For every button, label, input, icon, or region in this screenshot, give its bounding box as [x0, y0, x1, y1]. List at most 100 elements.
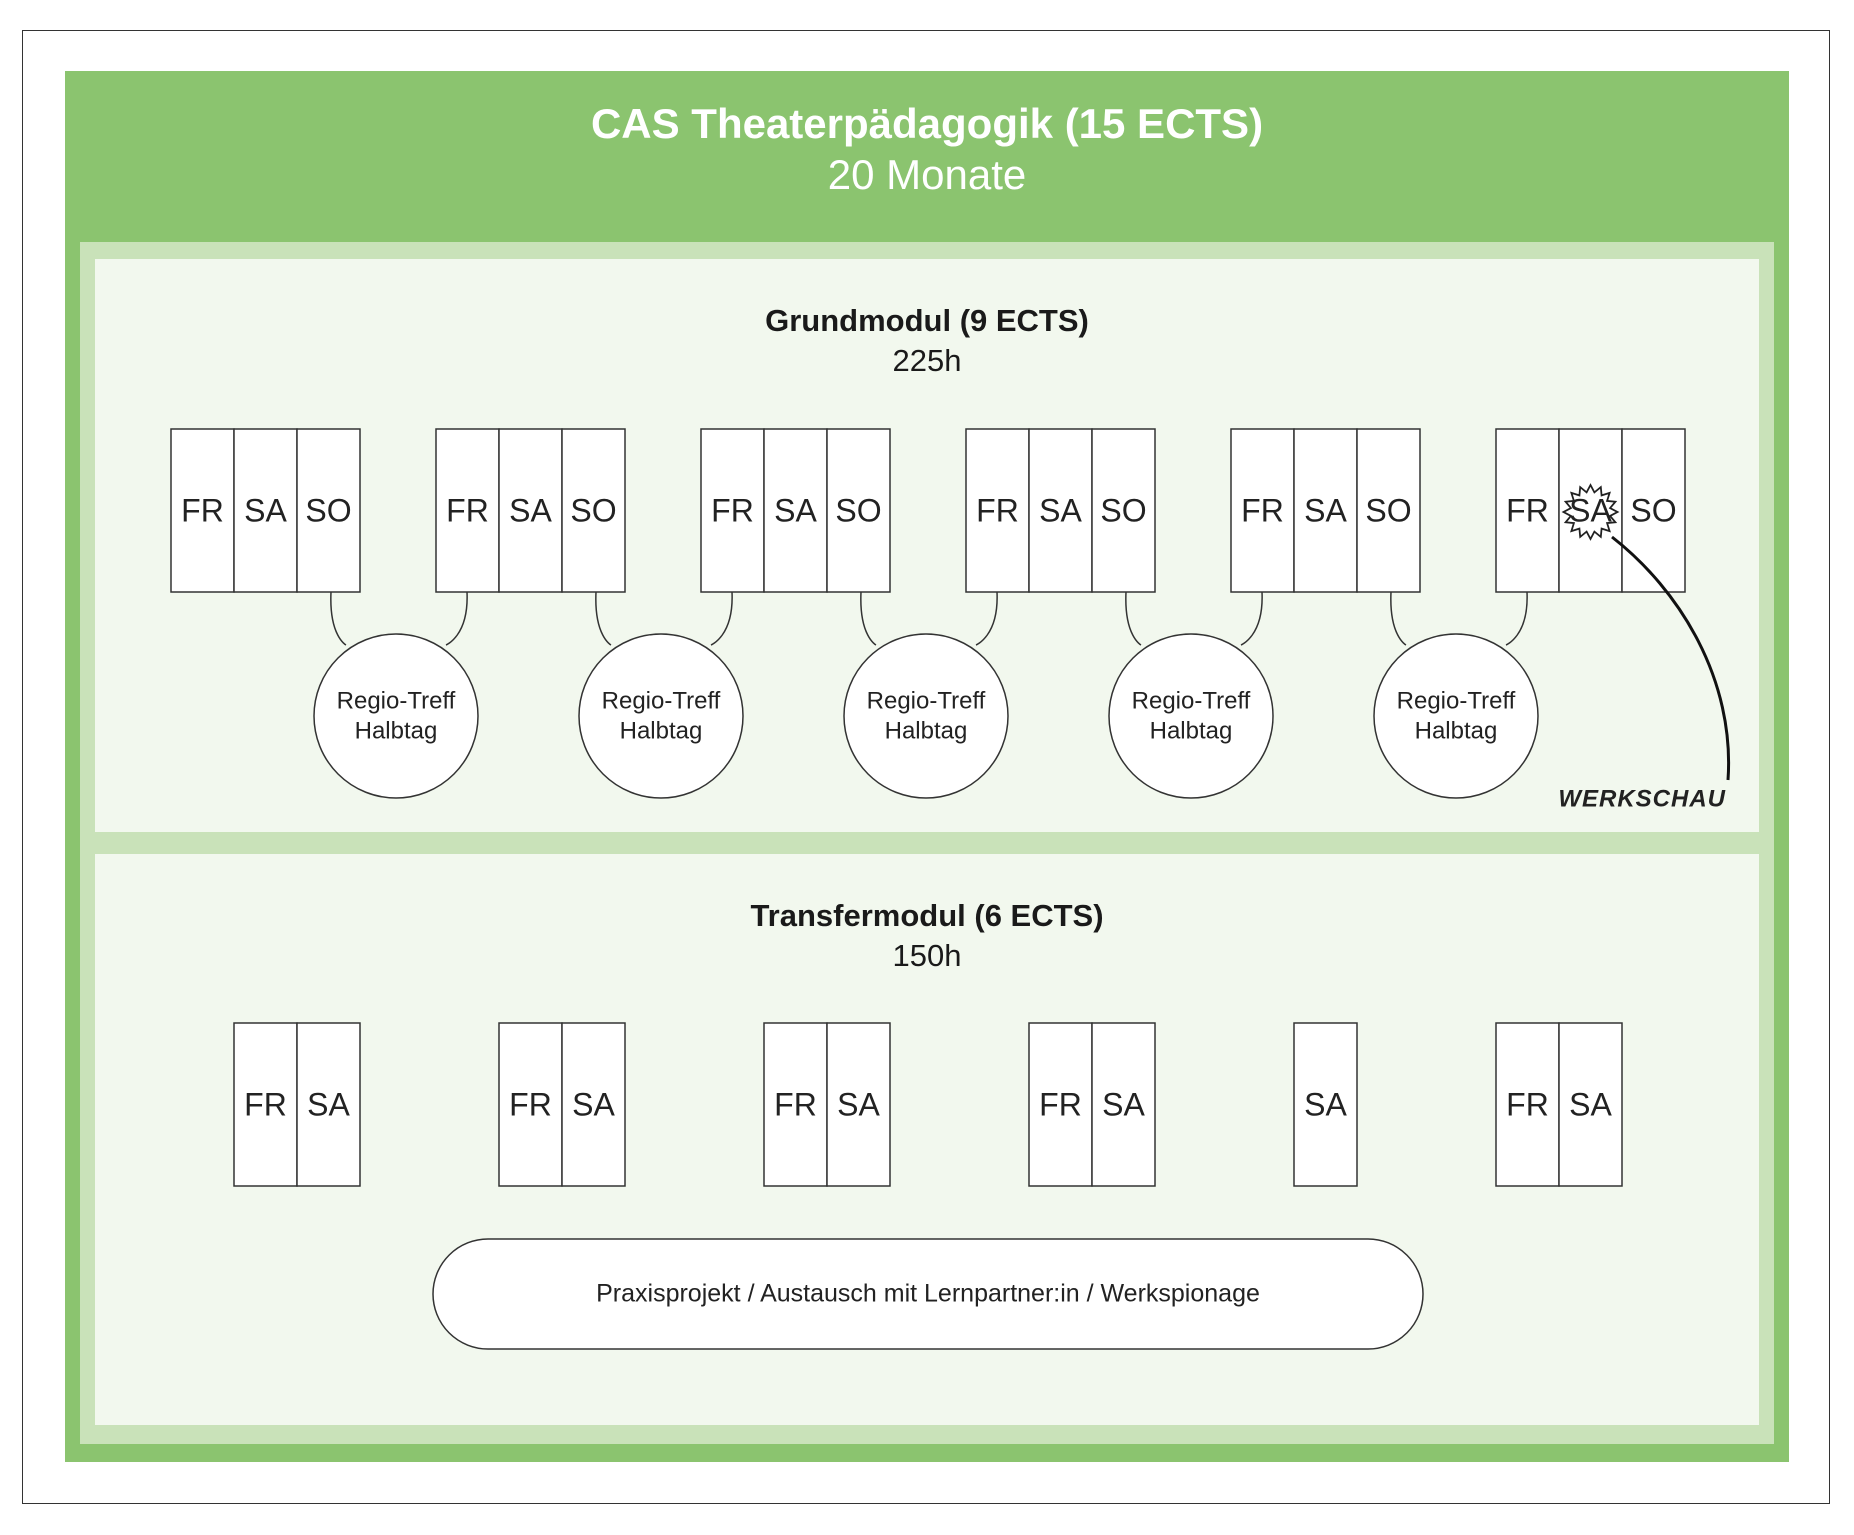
- day-label: FR: [446, 492, 489, 528]
- day-label: SO: [570, 492, 616, 528]
- weekend-block: FR SA SO: [1495, 428, 1686, 593]
- transfermodul-header: Transfermodul (6 ECTS) 150h: [95, 896, 1759, 976]
- cas-header: CAS Theaterpädagogik (15 ECTS) 20 Monate: [65, 99, 1789, 201]
- connector-line: [710, 591, 733, 646]
- connector-line: [1240, 591, 1263, 646]
- transfermodul-hours: 150h: [892, 938, 962, 973]
- day-cell: [1621, 428, 1686, 593]
- day-cell: [1558, 1022, 1623, 1187]
- transfer-block: FR SA: [1495, 1022, 1623, 1187]
- regio-treff-label: Halbtag: [885, 717, 968, 744]
- day-cell: [1356, 428, 1421, 593]
- day-cell: [498, 1022, 563, 1187]
- transfer-block: FR SA: [498, 1022, 626, 1187]
- starburst-icon: [1561, 483, 1620, 541]
- weekend-block: FR SA SO: [435, 428, 626, 593]
- day-cell: [233, 428, 298, 593]
- day-label: SA: [1569, 1086, 1612, 1122]
- transfer-block: FR SA: [763, 1022, 891, 1187]
- connector-line: [445, 591, 468, 646]
- grundmodul-title: Grundmodul (9 ECTS): [765, 303, 1089, 338]
- day-label: FR: [509, 1086, 552, 1122]
- connector-line: [595, 591, 612, 646]
- connector-line: [1505, 591, 1528, 646]
- weekend-block: FR SA SO: [965, 428, 1156, 593]
- day-label: SO: [1365, 492, 1411, 528]
- regio-treff-label: Halbtag: [620, 717, 703, 744]
- day-label: SO: [1100, 492, 1146, 528]
- day-label: SA: [837, 1086, 880, 1122]
- day-label: SA: [244, 492, 287, 528]
- day-label: FR: [1506, 1086, 1549, 1122]
- day-cell: [1293, 1022, 1358, 1187]
- day-label: FR: [976, 492, 1019, 528]
- day-label: SA: [1304, 492, 1347, 528]
- grundmodul-hours: 225h: [892, 343, 962, 378]
- grundmodul-header: Grundmodul (9 ECTS) 225h: [95, 301, 1759, 381]
- day-cell: [1028, 428, 1093, 593]
- day-cell: [700, 428, 765, 593]
- connector-line: [1125, 591, 1142, 646]
- transfermodul-title: Transfermodul (6 ECTS): [750, 898, 1104, 933]
- day-cell: [826, 1022, 891, 1187]
- project-pill: Praxisprojekt / Austausch mit Lernpartne…: [432, 1238, 1424, 1350]
- day-label: FR: [774, 1086, 817, 1122]
- regio-treff-label: Regio-Treff: [867, 687, 986, 714]
- regio-treff-label: Halbtag: [1415, 717, 1498, 744]
- regio-treff-circle: [1373, 633, 1539, 799]
- regio-treff-label: Regio-Treff: [602, 687, 721, 714]
- transfer-block: FR SA: [1028, 1022, 1156, 1187]
- regio-treff-circle: [313, 633, 479, 799]
- day-label: SA: [572, 1086, 615, 1122]
- day-cell: [1091, 428, 1156, 593]
- day-label: SA: [1102, 1086, 1145, 1122]
- connector-line: [860, 591, 877, 646]
- day-label: FR: [181, 492, 224, 528]
- day-label: FR: [711, 492, 754, 528]
- project-pill-shape: [432, 1238, 1424, 1350]
- project-label: Praxisprojekt / Austausch mit Lernpartne…: [596, 1280, 1260, 1308]
- cas-duration: 20 Monate: [827, 151, 1027, 198]
- regio-treff-circle: [578, 633, 744, 799]
- day-cell: [1293, 428, 1358, 593]
- transfer-block: FR SA: [233, 1022, 361, 1187]
- day-cell: [826, 428, 891, 593]
- weekend-block: FR SA SO: [700, 428, 891, 593]
- day-cell: [561, 428, 626, 593]
- day-cell: [1091, 1022, 1156, 1187]
- werkschau-callout: WERKSCHAU: [1558, 535, 1731, 812]
- connector-line: [330, 591, 347, 646]
- regio-treff-label: Regio-Treff: [1132, 687, 1251, 714]
- day-label: SA: [774, 492, 817, 528]
- day-label: FR: [244, 1086, 287, 1122]
- day-label: SO: [835, 492, 881, 528]
- day-label: SA: [1569, 492, 1612, 528]
- day-label: FR: [1506, 492, 1549, 528]
- day-cell: [1230, 428, 1295, 593]
- day-label: SA: [509, 492, 552, 528]
- day-cell: [435, 428, 500, 593]
- transfer-block: SA: [1293, 1022, 1358, 1187]
- day-label: SA: [307, 1086, 350, 1122]
- regio-treff-circle: [1108, 633, 1274, 799]
- regio-treff-label: Regio-Treff: [1397, 687, 1516, 714]
- day-label: FR: [1241, 492, 1284, 528]
- day-label: SA: [1039, 492, 1082, 528]
- day-cell: [296, 428, 361, 593]
- day-label: SA: [1304, 1086, 1347, 1122]
- connector-line: [975, 591, 998, 646]
- werkschau-label: WERKSCHAU: [1558, 785, 1726, 812]
- connector-line: [1390, 591, 1407, 646]
- day-label: SO: [1630, 492, 1676, 528]
- regio-treff-label: Regio-Treff: [337, 687, 456, 714]
- regio-treff-circle: [843, 633, 1009, 799]
- day-label: FR: [1039, 1086, 1082, 1122]
- day-cell: [561, 1022, 626, 1187]
